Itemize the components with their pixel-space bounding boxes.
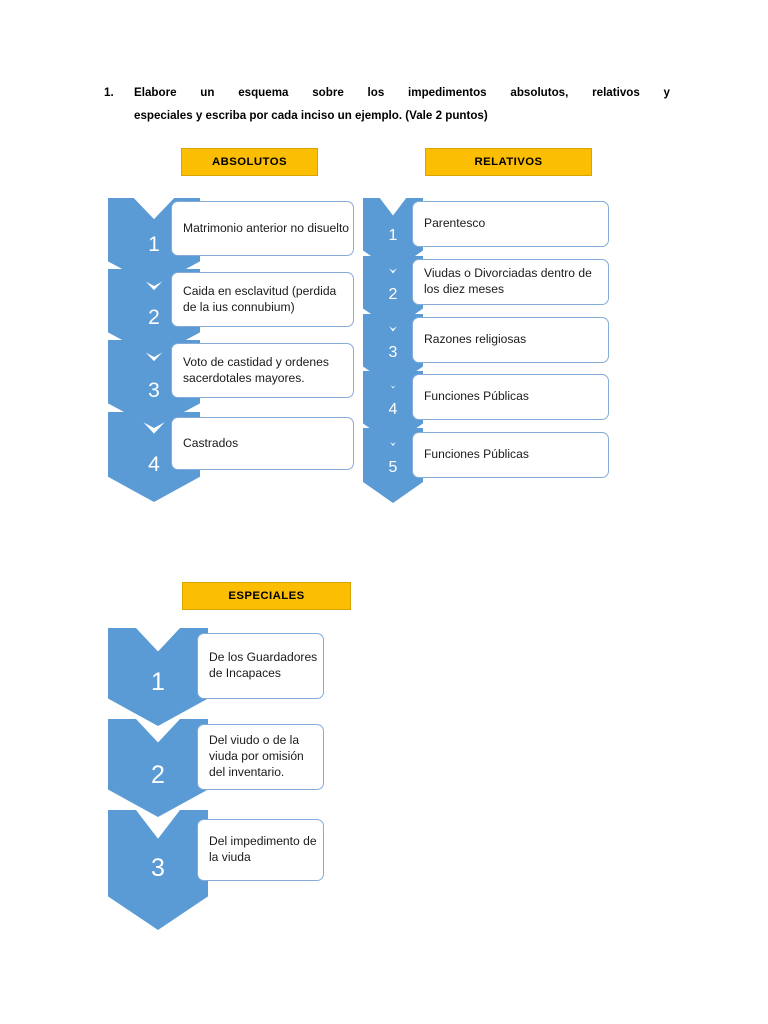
chevron-label: Funciones Públicas [412, 432, 609, 478]
chevron-label: Matrimonio anterior no disuelto [171, 201, 354, 256]
section-header-absolutos: ABSOLUTOS [181, 148, 318, 176]
chevron-shape [108, 628, 208, 726]
chevron-shape [108, 810, 208, 930]
chevron-label: Del viudo o de la viuda por omisión del … [197, 724, 324, 790]
section-header-especiales: ESPECIALES [182, 582, 351, 610]
chevron-label: Razones religiosas [412, 317, 609, 363]
chevron-label: Voto de castidad y ordenes sacerdotales … [171, 343, 354, 398]
chevron-label: Funciones Públicas [412, 374, 609, 420]
question-number: 1. [104, 86, 114, 99]
chevron-shape [108, 719, 208, 817]
question-body: Elabore un esquema sobre los impedimento… [134, 82, 670, 127]
chevron-label: Parentesco [412, 201, 609, 247]
question-heading: 1. Elabore un esquema sobre los impedime… [104, 82, 670, 127]
question-line-2: especiales y escriba por cada inciso un … [134, 108, 488, 122]
chevron-label: Caida en esclavitud (perdida de la ius c… [171, 272, 354, 327]
chevron-label: Castrados [171, 417, 354, 470]
chevron-label: Del impedimento de la viuda [197, 819, 324, 881]
section-header-relativos: RELATIVOS [425, 148, 592, 176]
chevron-label: De los Guardadores de Incapaces [197, 633, 324, 699]
question-line-1: Elabore un esquema sobre los impedimento… [134, 86, 670, 99]
chevron-label: Viudas o Divorciadas dentro de los diez … [412, 259, 609, 305]
